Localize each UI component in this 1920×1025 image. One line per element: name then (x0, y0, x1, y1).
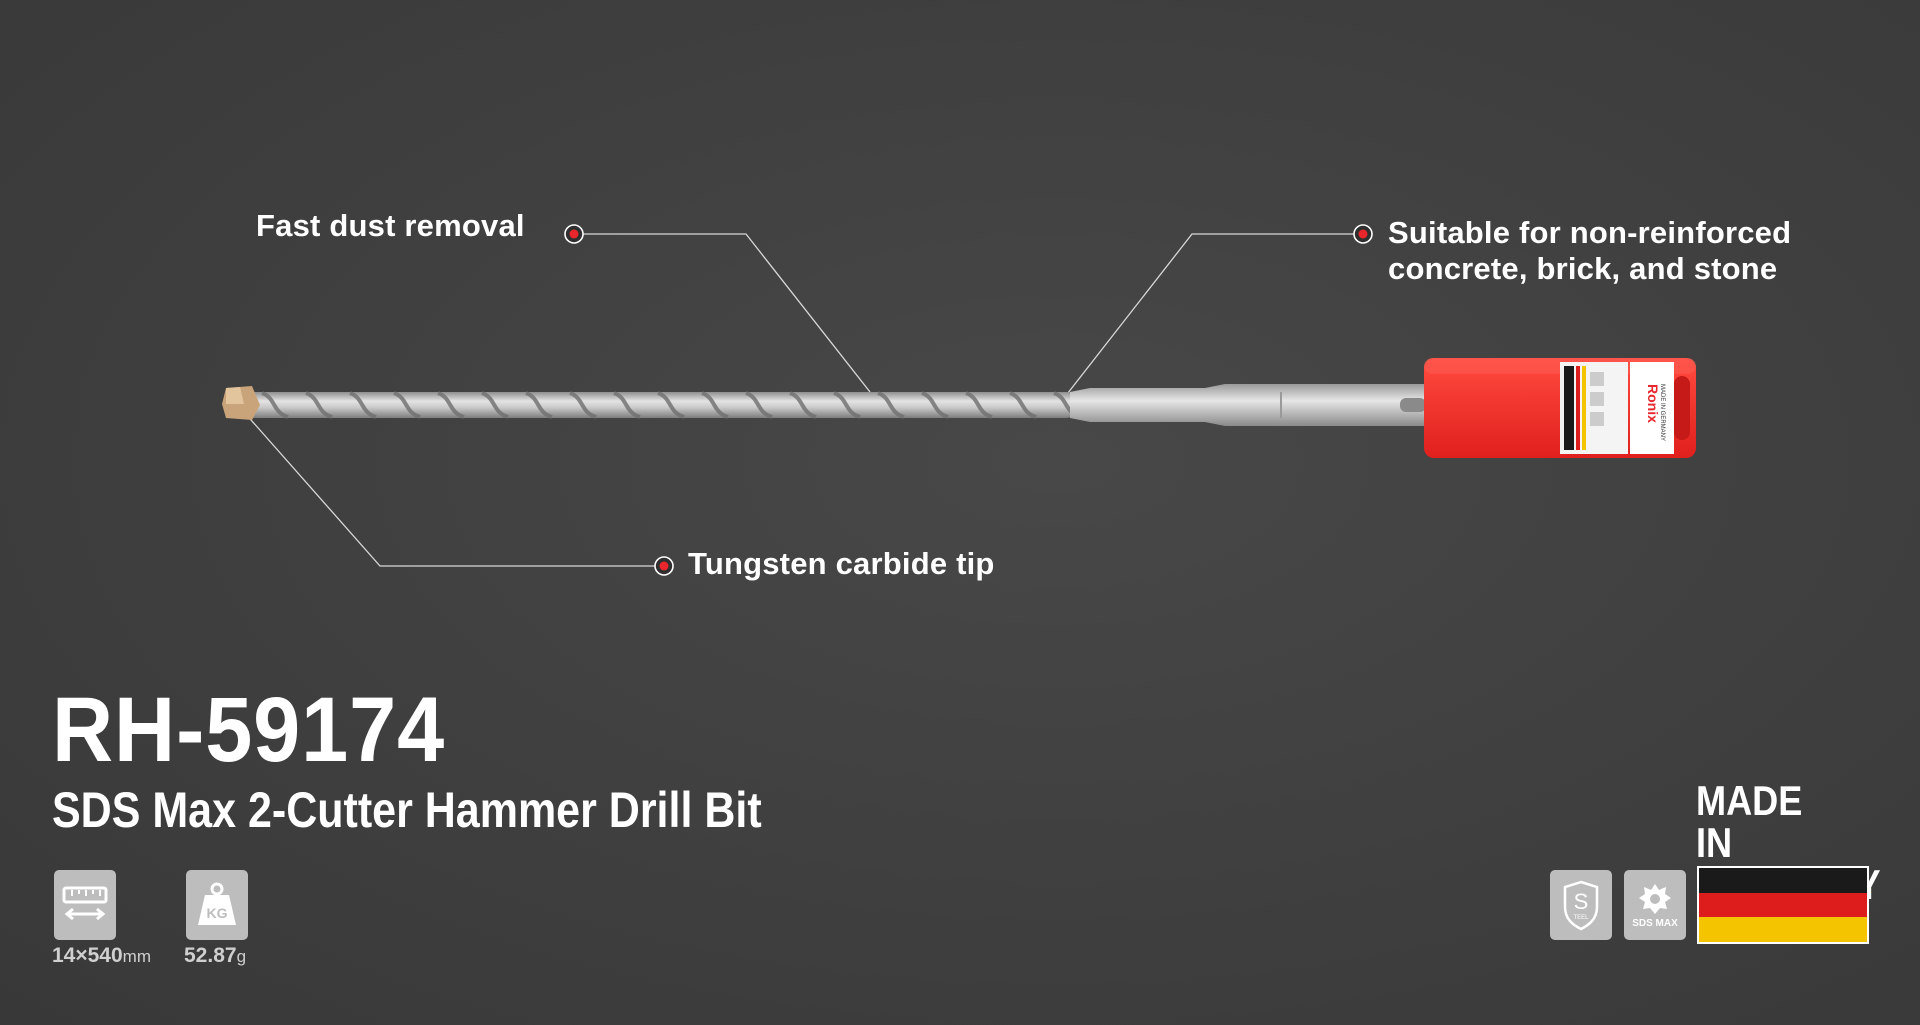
flag-stripe-gold (1699, 917, 1867, 943)
callout-suitable-line1: Suitable for non-reinforced (1388, 215, 1792, 250)
callout-suitable-line2: concrete, brick, and stone (1388, 251, 1778, 286)
weight-icon-text: KG (207, 905, 228, 921)
spec-weight: 52.87g (184, 944, 246, 968)
drill-shank (1222, 384, 1432, 426)
callout-dot-tip (654, 556, 674, 576)
drill-flute (569, 391, 597, 419)
flag-stripe-red (1699, 892, 1867, 918)
drill-flute (261, 391, 289, 419)
product-description: SDS Max 2-Cutter Hammer Drill Bit (52, 782, 762, 838)
steel-badge: S TEEL (1550, 870, 1612, 940)
spec-size-value: 14×540 (52, 944, 123, 967)
drill-flute (613, 391, 641, 419)
drill-flute (349, 391, 377, 419)
drill-flute (921, 391, 949, 419)
spec-size-unit: mm (122, 947, 151, 966)
callout-tip-text: Tungsten carbide tip (688, 546, 995, 581)
ruler-icon (54, 870, 116, 940)
product-model: RH-59174 (52, 679, 446, 781)
packaging-origin-text: MADE IN GERMANY (1659, 384, 1665, 441)
leader-line-suitable (1063, 233, 1362, 399)
sds-max-gear-icon (1639, 883, 1671, 914)
sds-max-badge: SDS MAX (1624, 870, 1686, 940)
steel-shield-icon: S TEEL (1563, 880, 1599, 931)
drill-flute (657, 391, 685, 419)
leader-lines (243, 233, 1362, 567)
steel-caption: TEEL (1573, 915, 1589, 921)
drill-flute (525, 391, 553, 419)
callout-dot-suitable (1353, 224, 1373, 244)
germany-flag-icon (1697, 866, 1869, 944)
drill-flute (437, 391, 465, 419)
drill-flute (789, 391, 817, 419)
steel-letter: S (1574, 889, 1589, 914)
callout-suitable-materials: Suitable for non-reinforced concrete, br… (1388, 215, 1791, 287)
drill-flute (833, 391, 861, 419)
spec-weight-value: 52.87 (184, 944, 237, 967)
drill-flute (965, 391, 993, 419)
spec-size: 14×540mm (52, 944, 151, 968)
packaging-brand: Ronix (1645, 384, 1661, 423)
callout-dust-text: Fast dust removal (256, 208, 525, 243)
weight-kg-icon: KG (186, 870, 248, 940)
drill-flute (1009, 391, 1037, 419)
flag-stripe-black (1699, 868, 1867, 893)
spec-weight-unit: g (236, 947, 247, 966)
drill-neck (1070, 384, 1225, 426)
callout-fast-dust-removal: Fast dust removal (256, 208, 525, 244)
drill-flute (877, 391, 905, 419)
drill-flute (701, 391, 729, 419)
sds-max-caption: SDS MAX (1632, 917, 1678, 929)
callout-tungsten-carbide-tip: Tungsten carbide tip (688, 546, 995, 582)
leader-line-tip (243, 411, 664, 567)
leader-line-dust (574, 233, 871, 393)
drill-bit: Ronix MADE IN GERMANY (222, 358, 1696, 458)
drill-flutes (261, 391, 1081, 419)
drill-flute (481, 391, 509, 419)
drill-flute (745, 391, 773, 419)
callout-dot-dust (564, 224, 584, 244)
drill-flute (305, 391, 333, 419)
drill-flute (393, 391, 421, 419)
